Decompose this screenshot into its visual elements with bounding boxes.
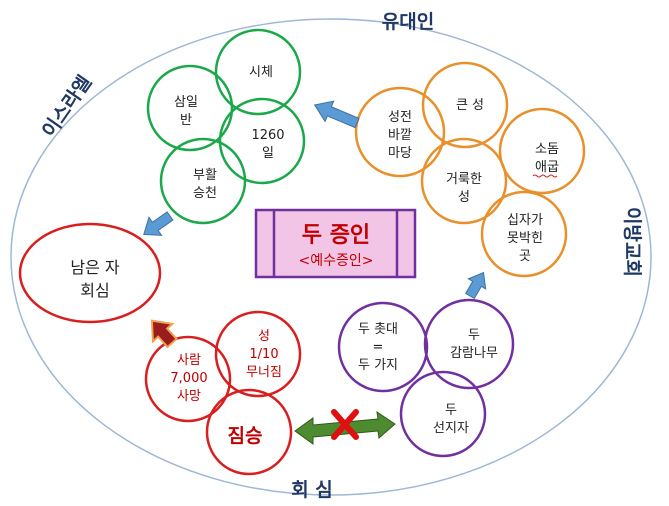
text-resurrection-1: 부활 bbox=[193, 168, 217, 183]
circle-great-city bbox=[421, 61, 509, 149]
text-corpse: 시체 bbox=[249, 65, 273, 80]
arrow-icon bbox=[464, 271, 487, 300]
circle-sodom-egypt bbox=[498, 107, 586, 195]
center-title-box: 두 증인 <예수증인> bbox=[254, 208, 417, 279]
text-crucified-3: 곳 bbox=[519, 249, 531, 264]
circle-tenth-collapsed bbox=[214, 310, 302, 398]
title-box-bg bbox=[254, 208, 417, 279]
text-killed-1: 사람 bbox=[177, 353, 201, 368]
text-crucified-1: 십자가 bbox=[507, 213, 543, 228]
text-1260: 1260 bbox=[251, 128, 284, 143]
text-remnant-2: 회심 bbox=[80, 281, 109, 300]
circle-two-olive-trees bbox=[423, 298, 515, 390]
text-prophets-2: 선지자 bbox=[433, 421, 469, 436]
circle-1260-days bbox=[218, 97, 306, 185]
label-jews: 유대인 bbox=[382, 11, 434, 33]
text-candlesticks-1: 두 촛대 bbox=[358, 322, 398, 337]
green-texts: 시체 삼일 반 1260 일 부활 승천 bbox=[174, 65, 285, 201]
circle-resurrection bbox=[159, 137, 247, 225]
text-killed-2: 7,000 bbox=[170, 371, 207, 386]
circle-7000-killed bbox=[144, 335, 232, 423]
text-square-3: 마당 bbox=[388, 146, 412, 161]
arrow-icon bbox=[313, 100, 360, 129]
outer-ellipse bbox=[10, 18, 652, 496]
text-tenth-2: 1/10 bbox=[249, 347, 278, 362]
circle-beast bbox=[205, 388, 293, 476]
text-sodom: 소돔 bbox=[535, 142, 559, 157]
arrow-icon bbox=[143, 211, 174, 236]
text-olive-2: 감람나무 bbox=[450, 346, 498, 361]
circle-two-candlesticks bbox=[337, 301, 429, 393]
spell-underline bbox=[532, 174, 558, 178]
red-texts: 남은 자 회심 사람 7,000 사망 성 1/10 무너짐 짐승 bbox=[70, 258, 282, 447]
text-beast: 짐승 bbox=[228, 425, 263, 447]
green-group bbox=[146, 28, 306, 225]
circle-holy-city bbox=[420, 137, 508, 225]
label-gentile-church: 이방교회 bbox=[621, 207, 643, 277]
text-egypt: 애굽 bbox=[535, 160, 559, 175]
text-great-city: 큰 성 bbox=[456, 98, 484, 113]
circle-two-prophets bbox=[399, 370, 487, 458]
circle-temple-court bbox=[354, 86, 446, 178]
circle-three-and-half-days bbox=[146, 64, 234, 152]
orange-group bbox=[354, 61, 586, 278]
text-remnant-1: 남은 자 bbox=[70, 258, 120, 277]
label-conversion: 회 심 bbox=[291, 479, 333, 501]
circle-corpse bbox=[214, 28, 302, 116]
subtitle-text: <예수증인> bbox=[299, 253, 374, 269]
text-three-and-half-2: 반 bbox=[180, 113, 192, 128]
text-prophets-1: 두 bbox=[445, 403, 457, 418]
purple-texts: 두 촛대 = 두 가지 두 감람나무 두 선지자 bbox=[358, 322, 498, 436]
text-square-2: 바깥 bbox=[388, 128, 412, 143]
text-tenth-3: 무너짐 bbox=[246, 365, 282, 380]
text-candlesticks-eq: = bbox=[373, 340, 384, 355]
text-holy-city-1: 거룩한 bbox=[446, 172, 482, 187]
ellipse-remnant bbox=[18, 222, 162, 324]
text-crucified-2: 못박힌 bbox=[507, 231, 543, 246]
text-killed-3: 사망 bbox=[177, 389, 201, 404]
text-three-and-half-1: 삼일 bbox=[174, 95, 198, 110]
text-days: 일 bbox=[262, 146, 274, 161]
purple-group bbox=[337, 298, 515, 458]
text-tenth-1: 성 bbox=[258, 329, 270, 344]
text-holy-city-2: 성 bbox=[458, 190, 470, 205]
circle-crucified bbox=[480, 190, 568, 278]
orange-texts: 성전 바깥 마당 큰 성 소돔 애굽 거룩한 성 십자가 못박힌 곳 bbox=[388, 98, 559, 264]
text-square-1: 성전 bbox=[388, 110, 412, 125]
text-candlesticks-2: 두 가지 bbox=[358, 358, 398, 373]
x-mark-icon bbox=[331, 409, 359, 440]
text-olive-1: 두 bbox=[468, 328, 480, 343]
text-resurrection-2: 승천 bbox=[193, 186, 217, 201]
red-group bbox=[18, 222, 302, 476]
arrow-icon bbox=[150, 319, 178, 349]
label-israel: 이스라엘 bbox=[38, 72, 96, 142]
title-text: 두 증인 bbox=[302, 223, 370, 248]
